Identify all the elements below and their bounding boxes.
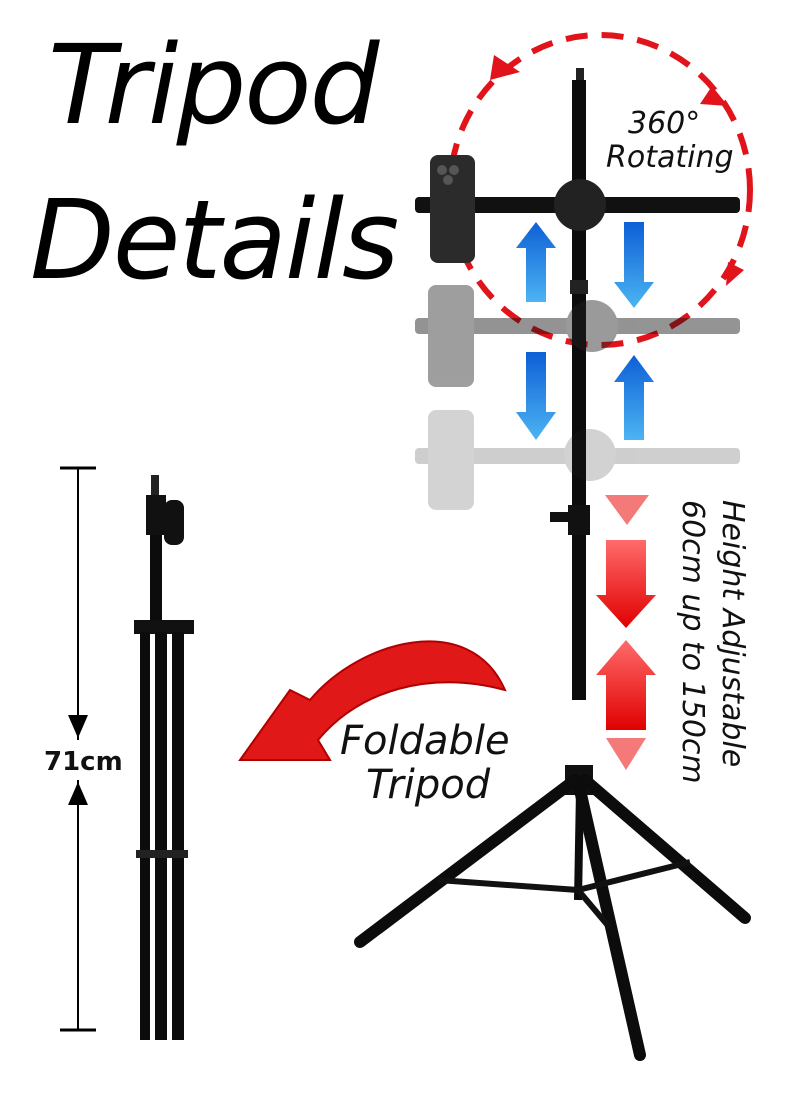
rotation-label-1: 360° <box>628 106 701 141</box>
up-arrow-icon <box>596 640 656 770</box>
height-label: Height Adjustable 60cm up to 150cm <box>650 500 750 790</box>
foldable-label-1: Foldable <box>340 718 510 764</box>
title-line-1: Tripod <box>48 21 379 149</box>
rotation-label-2: Rotating <box>606 140 734 175</box>
up-arrow-icon <box>614 355 654 440</box>
title-line-2: Details <box>30 176 399 304</box>
down-arrow-icon <box>614 222 654 308</box>
phone-holder-icon <box>415 155 740 263</box>
down-arrow-icon <box>516 352 556 440</box>
up-arrow-icon <box>516 222 556 302</box>
measurement-line <box>60 466 96 1032</box>
tripod-stand <box>354 68 751 1061</box>
folded-tripod <box>134 475 194 1040</box>
folded-height-label: 71cm <box>40 745 127 779</box>
foldable-label-2: Tripod <box>366 762 491 808</box>
down-arrow-icon <box>596 495 656 628</box>
height-label-1: Height Adjustable <box>715 500 750 768</box>
phone-holder-icon <box>415 410 740 510</box>
curved-arrow-icon <box>238 640 507 761</box>
height-label-2: 60cm up to 150cm <box>675 500 710 784</box>
phone-holder-icon <box>415 285 740 387</box>
